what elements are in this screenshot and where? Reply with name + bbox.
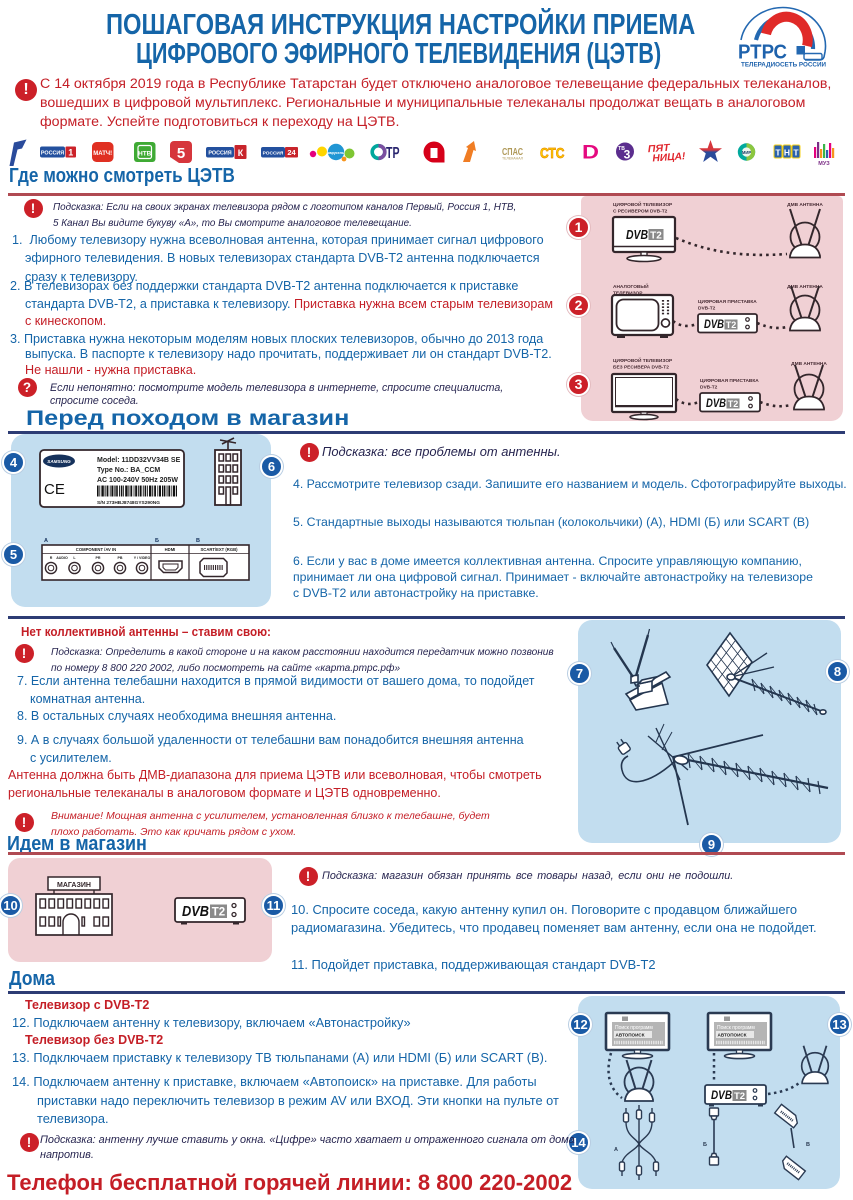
svg-text:COMPONENT /AV IN: COMPONENT /AV IN [76, 547, 116, 552]
svg-text:L: L [73, 556, 76, 560]
svg-text:S/N 273HBJ8748GYS290NG: S/N 273HBJ8748GYS290NG [97, 500, 160, 506]
svg-text:ДМВ АНТЕННА: ДМВ АНТЕННА [787, 202, 823, 208]
svg-text:AUDIO: AUDIO [56, 556, 68, 560]
svg-text:T2: T2 [734, 1091, 745, 1102]
svg-text:Б: Б [703, 1142, 707, 1148]
svg-text:Т: Т [775, 148, 781, 158]
svg-text:PB: PB [118, 556, 123, 560]
svg-text:DVB-Т2: DVB-Т2 [698, 306, 716, 312]
svg-text:МИР: МИР [742, 150, 751, 155]
svg-text:ЦИФРОВАЯ ПРИСТАВКА: ЦИФРОВАЯ ПРИСТАВКА [700, 378, 759, 384]
svg-text:PR: PR [96, 556, 101, 560]
svg-text:ДМВ АНТЕННА: ДМВ АНТЕННА [791, 361, 827, 367]
svg-text:24: 24 [287, 148, 296, 157]
svg-text:D: D [582, 143, 599, 164]
svg-text:3: 3 [624, 148, 631, 162]
svg-text:R: R [50, 556, 53, 560]
svg-text:АНАЛОГОВЫЙ: АНАЛОГОВЫЙ [613, 282, 649, 290]
svg-text:ТЕЛЕРАДИОСЕТЬ РОССИИ: ТЕЛЕРАДИОСЕТЬ РОССИИ [741, 63, 826, 69]
svg-text:AC 100-240V 50Hz 205W: AC 100-240V 50Hz 205W [97, 477, 178, 484]
svg-text:ЦИФРОВОЙ ТЕЛЕВИЗОР: ЦИФРОВОЙ ТЕЛЕВИЗОР [613, 200, 673, 208]
svg-text:5: 5 [177, 145, 185, 162]
svg-text:ТВ: ТВ [618, 146, 625, 152]
svg-text:DVB: DVB [704, 319, 724, 331]
svg-text:СТС: СТС [540, 146, 565, 162]
svg-text:РТРС: РТРС [738, 42, 787, 64]
svg-text:Б: Б [155, 538, 159, 544]
svg-text:А: А [614, 1147, 618, 1153]
svg-text:МУЗ: МУЗ [818, 161, 830, 167]
svg-text:Y / VIDEO: Y / VIDEO [134, 556, 151, 560]
svg-text:T2: T2 [726, 320, 737, 330]
svg-text:ТР: ТР [386, 145, 400, 162]
svg-text:карусель: карусель [328, 151, 345, 155]
svg-text:В: В [196, 538, 200, 544]
svg-text:ЦИФРОВАЯ ПРИСТАВКА: ЦИФРОВАЯ ПРИСТАВКА [698, 299, 757, 305]
svg-text:DVB: DVB [182, 903, 209, 920]
svg-text:T2: T2 [650, 231, 662, 242]
svg-text:SCART/EXT (RGB): SCART/EXT (RGB) [201, 547, 239, 552]
svg-text:А: А [44, 538, 48, 544]
svg-text:ЦИФРОВОЙ ТЕЛЕВИЗОР: ЦИФРОВОЙ ТЕЛЕВИЗОР [613, 356, 673, 364]
svg-text:1: 1 [68, 147, 73, 157]
svg-text:РОССИЯ: РОССИЯ [41, 151, 64, 157]
svg-text:РОССИЯ: РОССИЯ [208, 151, 231, 157]
svg-text:БЕЗ РЕСИВЕРА DVB-T2: БЕЗ РЕСИВЕРА DVB-T2 [613, 365, 669, 371]
svg-text:DVB: DVB [626, 227, 648, 242]
svg-text:SAMSUNG: SAMSUNG [47, 459, 71, 464]
svg-text:СПАС: СПАС [502, 146, 523, 158]
svg-text:ТЕЛЕВИЗОР: ТЕЛЕВИЗОР [613, 291, 643, 297]
svg-text:МАГАЗИН: МАГАЗИН [57, 882, 91, 889]
svg-text:В: В [806, 1142, 810, 1148]
svg-text:Model: 11DD32VV34B SE: Model: 11DD32VV34B SE [97, 457, 181, 464]
svg-text:Н: Н [784, 148, 790, 158]
svg-text:T2: T2 [728, 399, 739, 409]
svg-text:К: К [238, 148, 244, 158]
svg-text:DVB-Т2: DVB-Т2 [700, 385, 718, 391]
svg-text:ПЯТ: ПЯТ [647, 143, 671, 156]
svg-text:НТВ: НТВ [138, 150, 152, 157]
svg-text:T2: T2 [212, 907, 225, 919]
svg-text:Т: Т [793, 148, 799, 158]
svg-text:ДМВ АНТЕННА: ДМВ АНТЕННА [787, 284, 823, 290]
svg-text:CE: CE [44, 481, 65, 498]
svg-text:Type No.: BA_CCM: Type No.: BA_CCM [97, 467, 160, 474]
svg-text:HDMI: HDMI [165, 547, 176, 552]
svg-text:С РЕСИВЕРОМ DVB-T2: С РЕСИВЕРОМ DVB-T2 [613, 209, 668, 215]
svg-text:ТЕЛЕКАНАЛ: ТЕЛЕКАНАЛ [502, 157, 523, 161]
svg-text:DVB: DVB [711, 1088, 732, 1102]
svg-text:МАТЧ!: МАТЧ! [93, 151, 112, 157]
svg-text:РОССИЯ: РОССИЯ [263, 151, 284, 157]
svg-text:НИЦА!: НИЦА! [652, 151, 686, 164]
svg-text:DVB: DVB [706, 398, 726, 410]
